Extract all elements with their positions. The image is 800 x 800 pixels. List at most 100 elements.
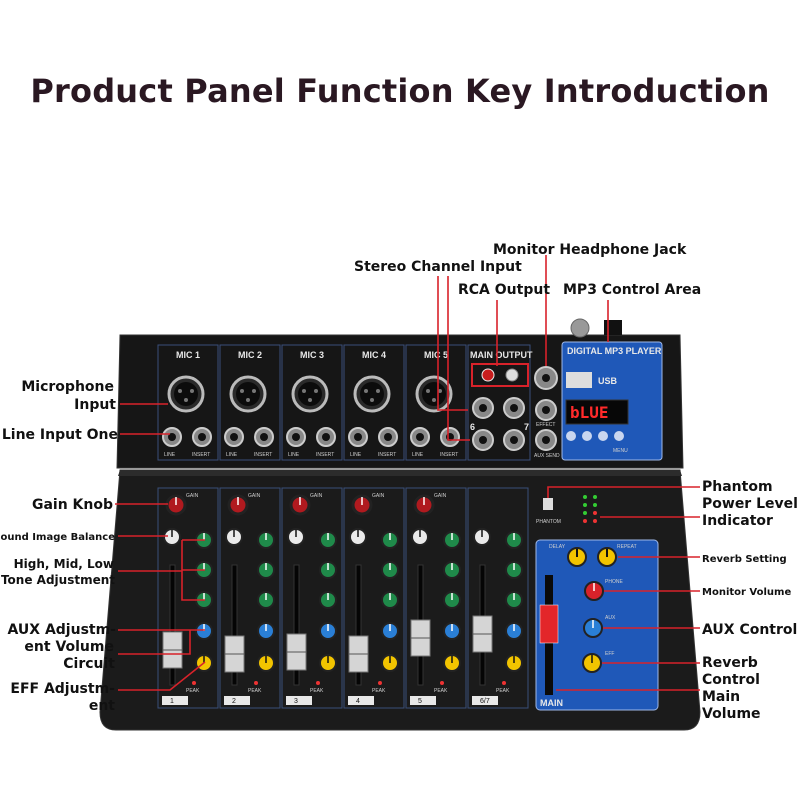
eq-knob[interactable] [505, 531, 523, 549]
eq-knob[interactable] [319, 561, 337, 579]
pan-knob[interactable] [473, 528, 491, 546]
page-title: Product Panel Function Key Introduction [30, 72, 770, 110]
usb-port[interactable] [566, 372, 592, 388]
next-button[interactable] [598, 431, 608, 441]
aux-knob[interactable] [443, 622, 461, 640]
reverb-control-knob[interactable] [582, 653, 602, 673]
channel-number-tag [472, 696, 498, 705]
aux-knob[interactable] [257, 622, 275, 640]
previous-button[interactable] [582, 431, 592, 441]
xlr-mic-input[interactable] [167, 375, 205, 413]
insert-jack[interactable] [254, 427, 274, 447]
peak-label: PEAK [372, 688, 386, 694]
insert-jack[interactable] [316, 427, 336, 447]
menu-label: MENU [613, 448, 628, 454]
gain-knob[interactable] [165, 494, 187, 516]
channel-number: 5 [418, 698, 422, 705]
gain-label: GAIN [372, 493, 385, 499]
usb-label: USB [598, 376, 618, 386]
insert-jack[interactable] [440, 427, 460, 447]
gain-knob[interactable] [413, 494, 435, 516]
eff-knob[interactable] [505, 654, 523, 672]
phantom-switch[interactable] [543, 498, 553, 510]
line-input-jack[interactable] [286, 427, 306, 447]
jack-number: 7 [524, 422, 529, 432]
main-volume-fader[interactable] [539, 604, 559, 644]
line-input-jack[interactable] [348, 427, 368, 447]
power-switch[interactable] [570, 318, 590, 338]
aux-knob[interactable] [195, 622, 213, 640]
eq-knob[interactable] [381, 531, 399, 549]
leader-stereo-input [447, 276, 470, 441]
aux-label: AUX [605, 615, 616, 621]
aux-knob[interactable] [319, 622, 337, 640]
channel-number: 4 [356, 698, 360, 705]
xlr-mic-input[interactable] [229, 375, 267, 413]
phantom-label: PHANTOM [536, 519, 561, 525]
channel-strip-frame [281, 487, 343, 709]
main-output-label: MAIN OUTPUT [470, 350, 533, 360]
line-label: LINE [288, 452, 300, 458]
xlr-mic-input[interactable] [353, 375, 391, 413]
mic-channel-label: MIC 1 [176, 350, 200, 360]
menu-button[interactable] [614, 431, 624, 441]
line-label: LINE [226, 452, 238, 458]
line-input-jack[interactable] [410, 427, 430, 447]
eff-knob[interactable] [257, 654, 275, 672]
pan-knob[interactable] [411, 528, 429, 546]
gain-knob[interactable] [289, 494, 311, 516]
mic-channel-label: MIC 4 [362, 350, 386, 360]
label-phantom-power: Phantom [702, 479, 773, 495]
aux-control-knob[interactable] [583, 618, 603, 638]
insert-jack[interactable] [378, 427, 398, 447]
monitor-volume-knob[interactable] [584, 581, 604, 601]
rca-red-jack[interactable] [481, 368, 495, 382]
channel-number-tag [162, 696, 188, 705]
gain-knob[interactable] [351, 494, 373, 516]
mic-channel-label: MIC 5 [424, 350, 448, 360]
eq-knob[interactable] [505, 561, 523, 579]
repeat-knob[interactable] [597, 547, 617, 567]
play-pause-button[interactable] [566, 431, 576, 441]
fader-track [293, 564, 300, 686]
eff-knob[interactable] [319, 654, 337, 672]
aux-knob[interactable] [505, 622, 523, 640]
pan-knob[interactable] [287, 528, 305, 546]
eq-knob[interactable] [443, 561, 461, 579]
peak-label: PEAK [496, 688, 510, 694]
xlr-mic-input[interactable] [415, 375, 453, 413]
eq-knob[interactable] [319, 531, 337, 549]
input-strip-bottom: GAINPEAK1GAINPEAK2GAINPEAK3GAINPEAK4GAIN… [157, 487, 529, 709]
leader-lines [115, 255, 700, 691]
eq-knob[interactable] [381, 591, 399, 609]
pan-knob[interactable] [163, 528, 181, 546]
line-input-jack[interactable] [224, 427, 244, 447]
pan-knob[interactable] [349, 528, 367, 546]
eq-knob[interactable] [319, 591, 337, 609]
pan-knob[interactable] [225, 528, 243, 546]
line-input-jack[interactable] [162, 427, 182, 447]
main-label: MAIN [540, 698, 563, 708]
eq-knob[interactable] [257, 531, 275, 549]
eq-knob[interactable] [443, 531, 461, 549]
line-label: LINE [350, 452, 362, 458]
label-monitor-headphone-jack: Monitor Headphone Jack [493, 242, 687, 258]
eq-knob[interactable] [257, 561, 275, 579]
delay-knob[interactable] [567, 547, 587, 567]
gain-label: GAIN [248, 493, 261, 499]
eq-knob[interactable] [505, 591, 523, 609]
gain-knob[interactable] [227, 494, 249, 516]
peak-led [192, 681, 196, 685]
eff-knob[interactable] [443, 654, 461, 672]
label-phantom-power: Indicator [702, 513, 773, 529]
eq-knob[interactable] [381, 561, 399, 579]
rca-white-jack[interactable] [505, 368, 519, 382]
eq-knob[interactable] [443, 591, 461, 609]
phantom-section: PHANTOM [536, 495, 597, 525]
insert-jack[interactable] [192, 427, 212, 447]
eff-knob[interactable] [381, 654, 399, 672]
eq-knob[interactable] [257, 591, 275, 609]
xlr-mic-input[interactable] [291, 375, 329, 413]
aux-knob[interactable] [381, 622, 399, 640]
